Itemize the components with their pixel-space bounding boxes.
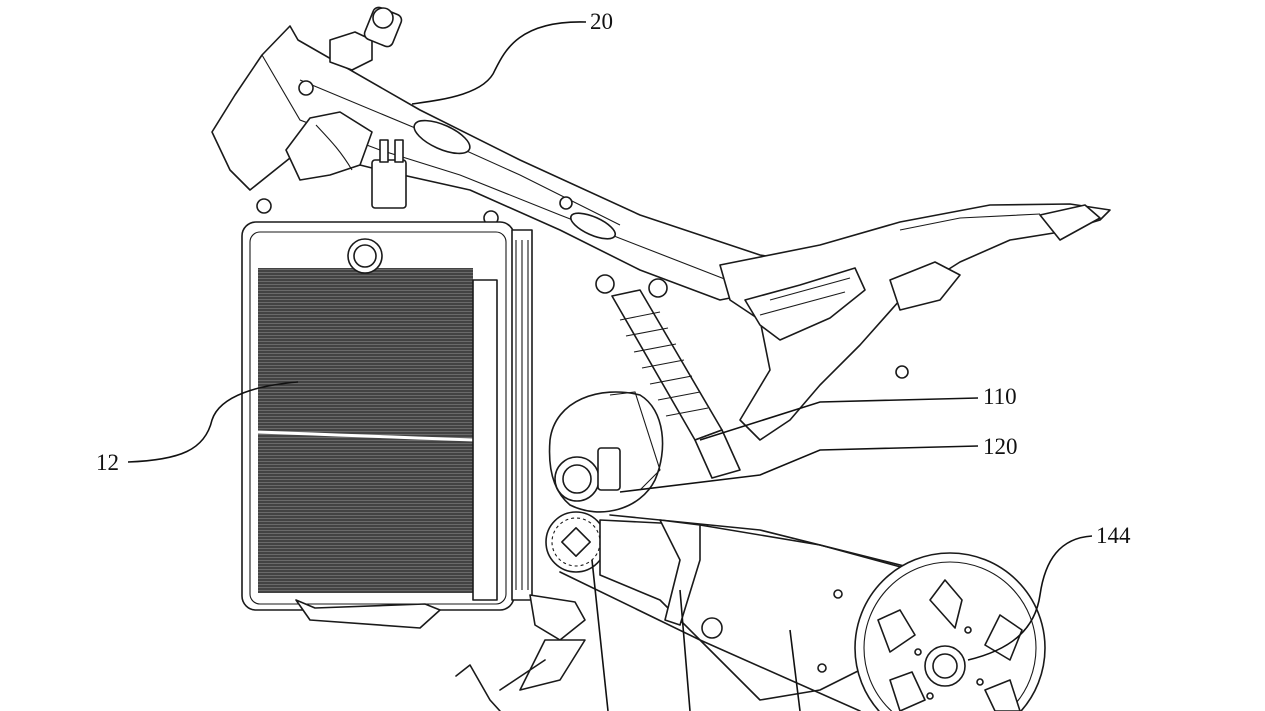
motor-assembly [548,391,664,513]
callout-120: 120 [983,434,1018,459]
rear-subframe [595,203,1111,441]
leader-lower-c [789,629,801,711]
main-frame [211,6,801,301]
callout-20: 20 [590,9,613,34]
callout-110: 110 [983,384,1017,409]
callout-144: 144 [1096,523,1131,548]
leader-120 [619,445,979,493]
leader-20 [411,21,587,105]
leader-lower-a [591,559,609,711]
leader-110 [699,397,979,441]
callout-12: 12 [96,450,119,475]
leader-lower-b [679,589,691,711]
leader-12 [127,381,299,463]
rear-wheel-hub [854,552,1046,711]
radiator [241,221,533,629]
leader-144 [967,535,1093,661]
rear-shock-absorber [611,289,741,479]
footrest-bracket [455,594,586,711]
